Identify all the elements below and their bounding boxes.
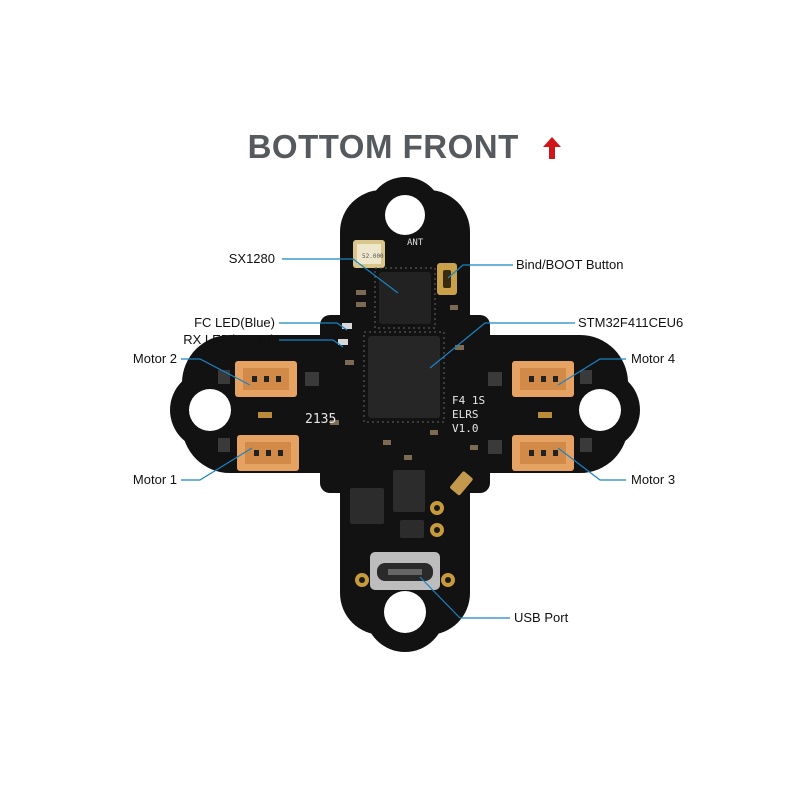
stm32-mcu (368, 336, 440, 418)
label-sx1280: SX1280 (228, 251, 275, 266)
title-text: BOTTOM FRONT (247, 128, 519, 165)
label-motor2: Motor 2 (132, 351, 177, 366)
label-fc-led: FC LED(Blue) (194, 315, 275, 330)
motor3-connector (512, 435, 574, 471)
mounting-holes (189, 195, 621, 633)
board-name-line1: F4 1S (452, 394, 485, 407)
label-motor3: Motor 3 (631, 472, 676, 487)
motor2-connector (235, 361, 297, 397)
board-name-line2: ELRS (452, 408, 479, 421)
fc-led-blue (342, 323, 352, 329)
motor1-connector (237, 435, 299, 471)
rx-led-green (338, 339, 348, 345)
power-components (350, 470, 425, 538)
motor4-connector (512, 361, 574, 397)
label-motor4: Motor 4 (631, 351, 676, 366)
page-title: BOTTOM FRONT (0, 128, 810, 168)
smd-components (330, 290, 478, 460)
board-name-line3: V1.0 (452, 422, 479, 435)
label-usb-port: USB Port (514, 610, 569, 625)
crystal-oscillator (353, 240, 385, 268)
esc-components (218, 370, 592, 454)
label-bind-boot: Bind/BOOT Button (516, 257, 624, 272)
label-motor1: Motor 1 (132, 472, 177, 487)
crystal-marking: 52.000 (362, 253, 384, 260)
batch-code: 2135 (305, 412, 336, 427)
ant-silkscreen: ANT (407, 238, 424, 248)
callout-lines (181, 258, 626, 619)
up-arrow-icon (542, 130, 562, 168)
usb-port (370, 552, 440, 590)
sx1280-chip (379, 272, 431, 324)
label-stm32: STM32F411CEU6 (578, 315, 684, 330)
label-rx-led: RX LED(Green) (183, 332, 275, 347)
